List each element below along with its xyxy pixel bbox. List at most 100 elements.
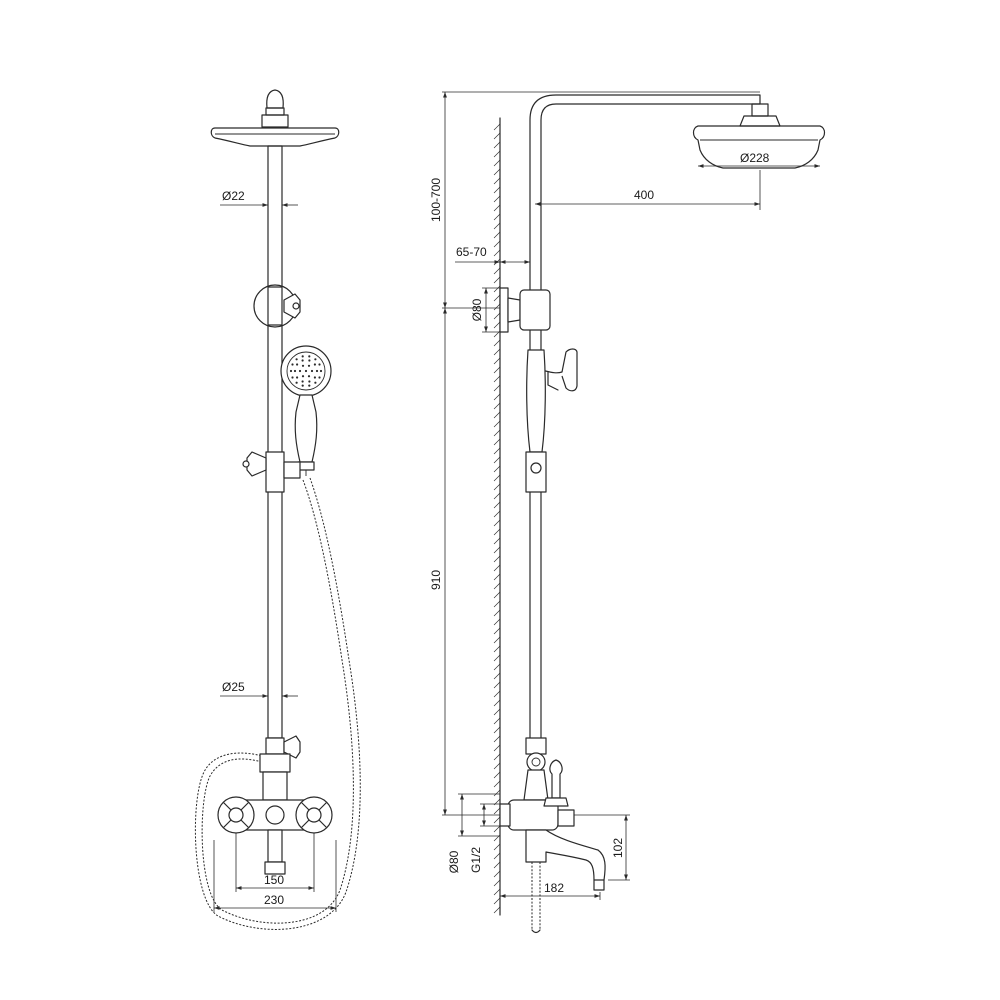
spray-hole (313, 363, 316, 366)
wall (493, 117, 501, 916)
wall-hatch-line (493, 708, 501, 716)
wall-hatch-line (493, 546, 501, 554)
wall-hatch-line (493, 753, 501, 761)
side-wall-bracket (499, 287, 551, 333)
wall-hatch-line (493, 861, 501, 869)
wall-hatch-line (493, 618, 501, 626)
spray-hole (308, 355, 311, 358)
spray-hole (296, 376, 299, 379)
wall-hatch-line (493, 519, 501, 527)
wall-hatch-line (493, 447, 501, 455)
wall-hatch-line (493, 168, 501, 176)
wall-hatch-line (493, 681, 501, 689)
wall-hatch-line (493, 843, 501, 851)
dim-arm-reach: 400 (535, 170, 761, 210)
spray-hole (301, 380, 304, 383)
wall-hatch-line (493, 537, 501, 545)
wall-hatch-line (493, 375, 501, 383)
wall-hatch-line (493, 474, 501, 482)
wall-hatch-line (493, 564, 501, 572)
wall-hatch-line (493, 159, 501, 167)
dim-wall-offset-label: 65-70 (456, 245, 487, 259)
dim-arm-reach-label: 400 (634, 188, 654, 202)
wall-hatch-line (493, 213, 501, 221)
dim-pipe-lower: Ø25 (220, 680, 298, 698)
dim-spout-height: 102 (574, 814, 630, 881)
dim-inlet-spacing-label: 150 (264, 873, 284, 887)
spray-hole (291, 363, 294, 366)
dim-column-height: 910 (429, 307, 500, 816)
spray-hole (313, 376, 316, 379)
dim-total-width: 230 (213, 840, 337, 912)
wall-hatch-line (493, 825, 501, 833)
spray-hole (318, 363, 321, 366)
wall-hatch-line (493, 150, 501, 158)
front-mixer (217, 735, 333, 875)
wall-hatch-line (493, 699, 501, 707)
wall-hatch-line (493, 402, 501, 410)
side-view: 100-700 910 65-70 Ø80 400 (429, 91, 826, 934)
wall-hatch-line (493, 771, 501, 779)
wall-hatch-line (493, 429, 501, 437)
wall-hatch-line (493, 672, 501, 680)
wall-hatch-line (493, 600, 501, 608)
dim-head-diameter-label: Ø228 (740, 151, 770, 165)
dim-pipe-upper: Ø22 (220, 189, 298, 207)
dim-thread-label: G1/2 (469, 847, 483, 873)
wall-hatch-line (493, 852, 501, 860)
spray-hole (301, 359, 304, 362)
dim-height-adjust-label: 100-700 (429, 178, 443, 222)
side-shower-head (692, 103, 826, 169)
dim-escutcheon-label: Ø80 (447, 850, 461, 873)
wall-hatch-line (493, 645, 501, 653)
wall-hatch-line (493, 393, 501, 401)
spray-hole (310, 369, 314, 373)
front-hand-shower (280, 345, 332, 476)
wall-hatch-line (493, 573, 501, 581)
spray-hole (296, 363, 299, 366)
dim-head-diameter: Ø228 (698, 151, 820, 168)
spray-hole (314, 381, 317, 384)
wall-hatch-line (493, 267, 501, 275)
wall-hatch-line (493, 735, 501, 743)
wall-hatch-line (493, 717, 501, 725)
wall-hatch-line (493, 906, 501, 914)
wall-hatch-line (493, 438, 501, 446)
wall-hatch-line (493, 285, 501, 293)
spray-hole (315, 369, 319, 373)
wall-hatch-line (493, 483, 501, 491)
wall-hatch-line (493, 177, 501, 185)
spray-hole (295, 358, 298, 361)
front-column (267, 145, 283, 739)
dim-inlet-spacing: 150 (235, 833, 315, 892)
wall-hatch-line (493, 636, 501, 644)
front-wall-bracket (253, 284, 301, 328)
wall-hatch-line (493, 186, 501, 194)
spray-hole (301, 384, 304, 387)
wall-hatch-line (493, 321, 501, 329)
wall-hatch-line (493, 411, 501, 419)
front-slider (242, 451, 301, 493)
side-slider (525, 451, 547, 493)
wall-hatch-line (493, 222, 501, 230)
wall-hatch-line (493, 465, 501, 473)
wall-hatch-line (493, 231, 501, 239)
wall-hatch-line (493, 294, 501, 302)
spray-hole (304, 369, 308, 373)
wall-hatch-line (493, 339, 501, 347)
spray-hole (308, 380, 311, 383)
wall-hatch-line (493, 132, 501, 140)
spray-hole (293, 369, 297, 373)
wall-hatch-line (493, 744, 501, 752)
side-mixer (499, 737, 606, 934)
wall-hatch-line (493, 501, 501, 509)
wall-hatch-line (493, 195, 501, 203)
wall-hatch-line (493, 357, 501, 365)
spray-hole (301, 355, 304, 358)
dim-bracket-label: Ø80 (470, 298, 484, 321)
dim-bracket: Ø80 (470, 287, 508, 333)
wall-hatch-line (493, 204, 501, 212)
wall-hatch-line (493, 123, 501, 131)
dim-pipe-upper-label: Ø22 (222, 189, 245, 203)
